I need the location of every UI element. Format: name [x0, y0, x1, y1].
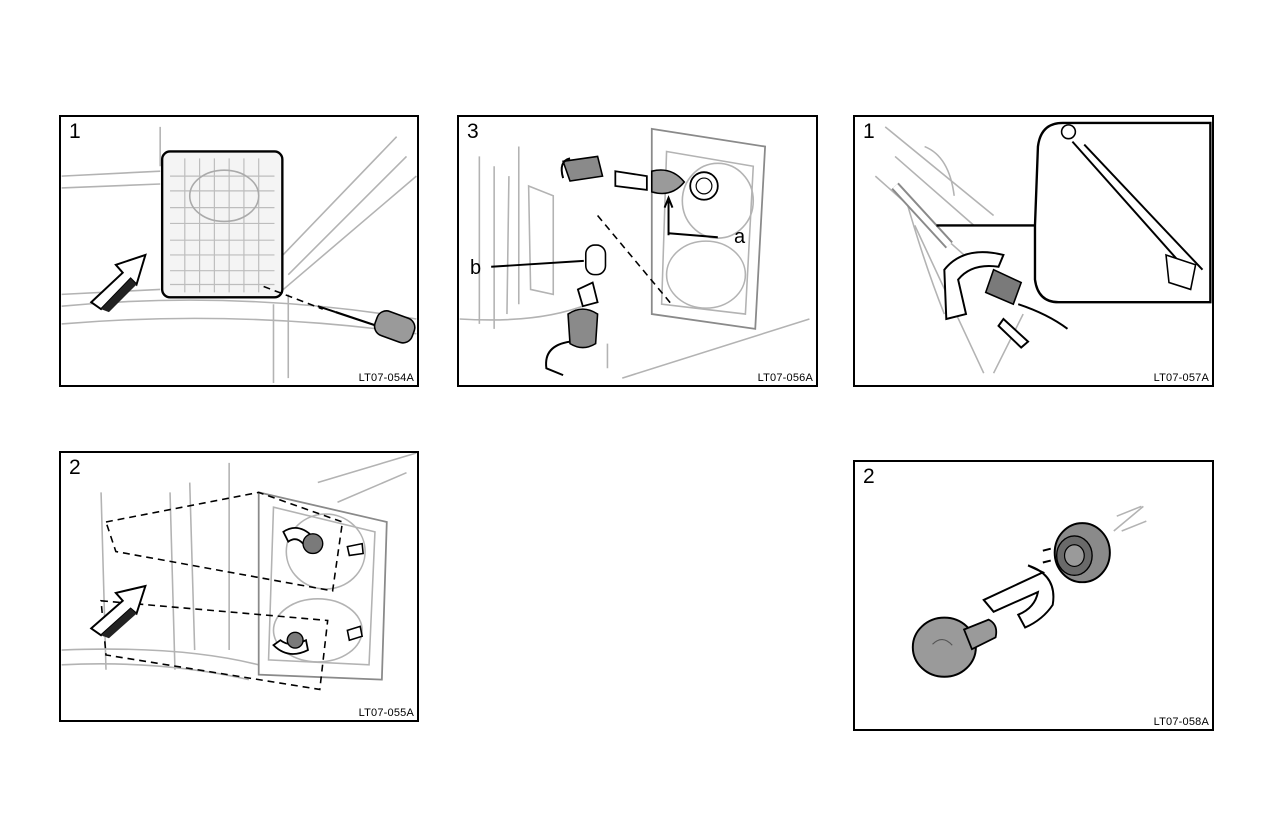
figure-lt07-058a: 2 LT07-058A — [853, 460, 1214, 731]
lens-removal-illustration — [61, 126, 417, 384]
figure-lt07-055a: 2 LT07-055A — [59, 451, 419, 722]
step-number: 1 — [69, 120, 81, 143]
figure-code: LT07-057A — [1153, 372, 1209, 384]
figure-lt07-054a: 1 LT07-054A — [59, 115, 419, 387]
bulb-removal-illustration — [911, 505, 1147, 678]
figure-lt07-056a: 3 a b LT07-056A — [457, 115, 818, 387]
figure-lt07-057a: 1 LT07-057A — [853, 115, 1214, 387]
unit-removal-illustration — [61, 453, 417, 691]
figure-code: LT07-055A — [358, 707, 414, 719]
figure-code: LT07-054A — [358, 372, 414, 384]
step-number: 1 — [863, 120, 875, 143]
figure-code: LT07-058A — [1153, 716, 1209, 728]
figure-code: LT07-056A — [757, 372, 813, 384]
bulb-socket-illustration — [459, 127, 810, 379]
step-number: 2 — [863, 465, 875, 488]
callout-a: a — [734, 226, 746, 248]
callout-b: b — [470, 257, 482, 279]
socket-twist-illustration — [874, 117, 1212, 374]
step-number: 3 — [467, 120, 479, 143]
step-number: 2 — [69, 456, 81, 479]
